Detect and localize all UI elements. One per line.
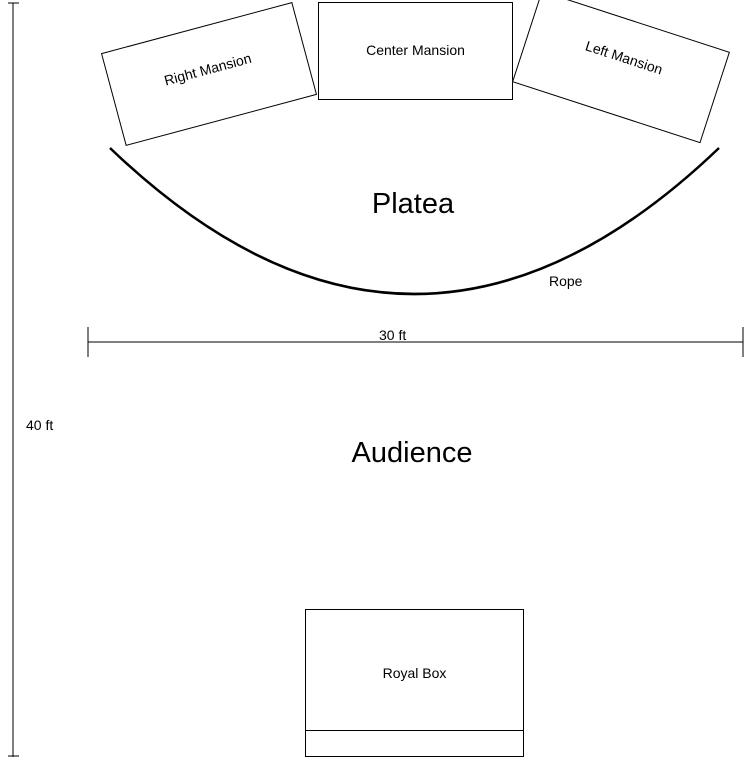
rope-label: Rope [549,273,583,289]
right-mansion-label: Right Mansion [162,49,254,89]
royal-box-divider [306,730,523,731]
height-dimension-label: 40 ft [26,417,54,433]
left-mansion-label: Left Mansion [583,37,665,78]
royal-box-label: Royal Box [382,665,447,681]
width-dimension-label: 30 ft [379,327,407,343]
rope-arc [109,147,720,296]
center-mansion-label: Center Mansion [366,42,465,58]
royal-box: Royal Box [305,609,524,757]
center-mansion-box: Center Mansion [318,2,513,100]
audience-label: Audience [351,437,473,469]
platea-label: Platea [371,188,455,220]
